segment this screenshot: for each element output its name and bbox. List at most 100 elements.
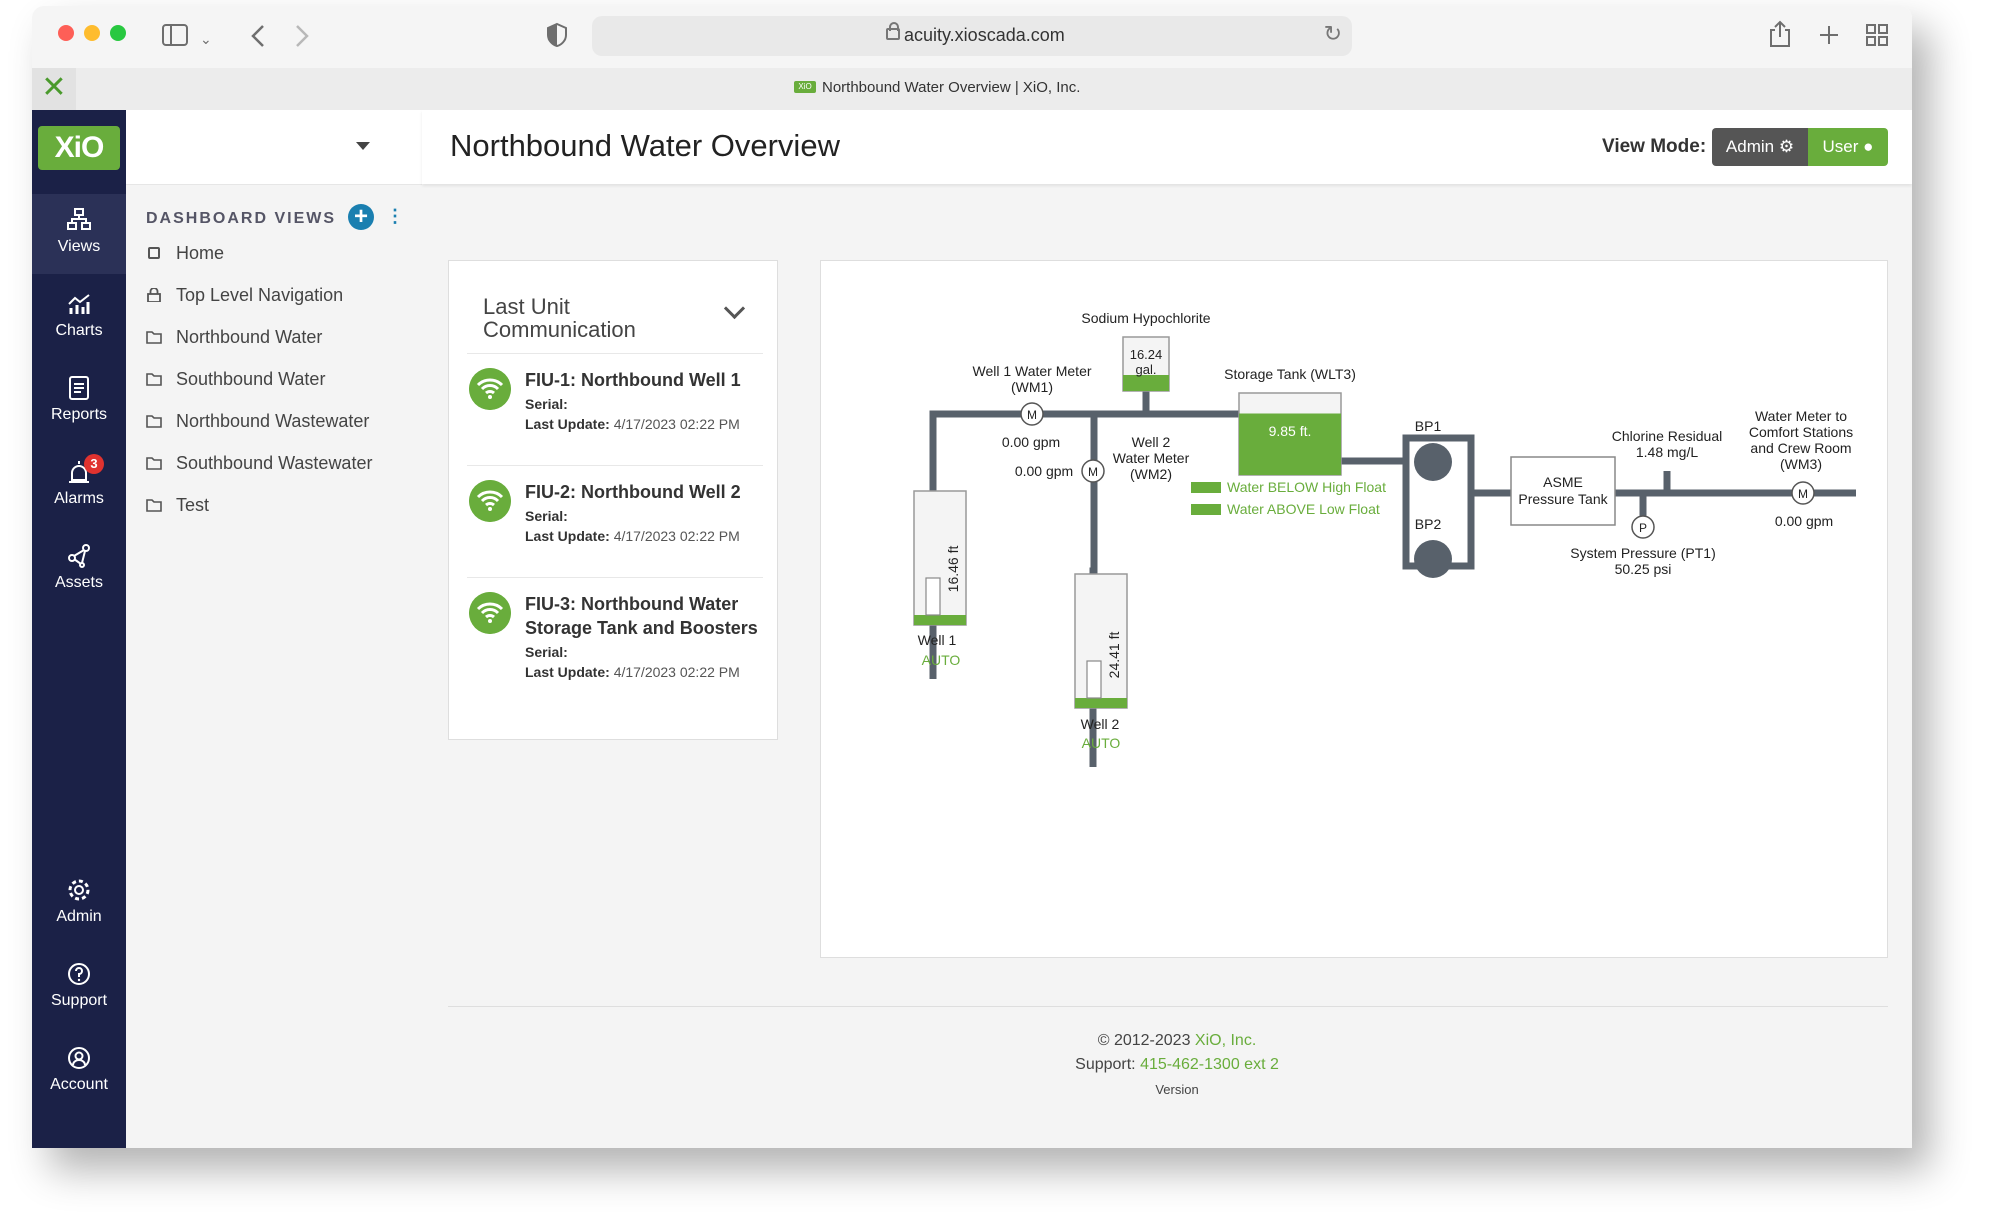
hypochlorite-label: Sodium Hypochlorite: [1081, 310, 1210, 326]
shield-icon[interactable]: [546, 22, 568, 48]
sidebar-item-northbound-water[interactable]: Northbound Water: [146, 324, 416, 354]
admin-mode-label: Admin: [1725, 137, 1775, 156]
rail-item-support[interactable]: Support: [32, 948, 126, 1028]
sidebar-item-top-level-navigation[interactable]: Top Level Navigation: [146, 282, 416, 312]
rail-label: Account: [50, 1076, 108, 1093]
storage-tank-level-fill: [1239, 413, 1341, 475]
sidebar-item-label: Test: [176, 495, 210, 515]
close-tab-icon[interactable]: ✕: [32, 68, 76, 110]
meter-wm1-icon[interactable]: [1020, 402, 1044, 426]
low-float-status: Water ABOVE Low Float: [1227, 501, 1380, 517]
folder-icon: [146, 331, 162, 344]
dashboard-sidebar: DASHBOARD VIEWS + ⋮ Home Top Level Navig…: [126, 110, 423, 1148]
app-rail: XiO Views Charts Reports: [32, 110, 126, 1148]
xio-logo[interactable]: XiO: [38, 126, 120, 170]
serial-label: Serial:: [525, 508, 568, 524]
reports-icon: [69, 376, 89, 400]
share-icon[interactable]: [1768, 20, 1792, 48]
wm3-label-3: and Crew Room: [1750, 440, 1851, 456]
assets-icon: [68, 544, 90, 568]
close-window-button[interactable]: [58, 25, 74, 41]
sidebar-item-northbound-wastewater[interactable]: Northbound Wastewater: [146, 408, 416, 438]
unit-name: FIU-2: Northbound Well 2: [525, 482, 741, 502]
user-mode-button[interactable]: User ●: [1808, 128, 1888, 166]
sidebar-item-label: Northbound Water: [176, 327, 323, 347]
view-selector[interactable]: [126, 110, 422, 185]
sidebar-item-home[interactable]: Home: [146, 240, 416, 270]
unit-item[interactable]: FIU-1: Northbound Well 1 Serial: Last Up…: [467, 353, 763, 466]
sidebar-toggle-icon[interactable]: [162, 24, 188, 46]
sidebar-item-southbound-water[interactable]: Southbound Water: [146, 366, 416, 396]
meter-wm2-icon[interactable]: [1081, 459, 1105, 483]
support-phone-link[interactable]: 415-462-1300 ext 2: [1140, 1056, 1279, 1073]
rail-item-views[interactable]: Views: [32, 194, 126, 274]
wm1-flow: 0.00 gpm: [1002, 434, 1060, 450]
support-label: Support:: [1075, 1056, 1141, 1073]
rail-item-account[interactable]: Account: [32, 1032, 126, 1112]
unit-name: FIU-1: Northbound Well 1: [525, 370, 741, 390]
pressure-transmitter-icon[interactable]: [1631, 515, 1655, 539]
booster-pump-bp2[interactable]: [1414, 540, 1452, 578]
admin-mode-button[interactable]: Admin ⚙: [1712, 128, 1808, 166]
sidebar-item-label: Southbound Water: [176, 369, 326, 389]
more-options-icon[interactable]: ⋮: [386, 206, 404, 226]
reload-icon[interactable]: ↻: [1323, 21, 1342, 46]
sidebar-item-label: Top Level Navigation: [176, 285, 344, 305]
rail-item-reports[interactable]: Reports: [32, 362, 126, 442]
hypochlorite-level-fill: [1123, 375, 1169, 391]
tab-bar: ✕ XiO Northbound Water Overview | XiO, I…: [32, 68, 1912, 111]
sidebar-item-southbound-wastewater[interactable]: Southbound Wastewater: [146, 450, 416, 480]
rail-item-charts[interactable]: Charts: [32, 278, 126, 358]
wm3-label-2: Comfort Stations: [1749, 424, 1853, 440]
address-bar[interactable]: acuity.xioscada.com ↻: [592, 16, 1352, 56]
account-icon: [68, 1047, 90, 1069]
sidebar-item-test[interactable]: Test: [146, 492, 416, 522]
back-icon[interactable]: [250, 24, 266, 48]
user-mode-label: User: [1822, 137, 1859, 156]
lock-icon: [147, 288, 161, 302]
pipes: [929, 387, 1856, 767]
sidebar-item-label: Home: [176, 243, 225, 263]
browser-titlebar: ⌄ acuity.xioscada.com ↻: [32, 6, 1912, 68]
unit-item[interactable]: FIU-2: Northbound Well 2 Serial: Last Up…: [467, 465, 763, 578]
caret-down-icon[interactable]: [356, 142, 370, 150]
unit-name: FIU-3: Northbound Water Storage Tank and…: [525, 594, 758, 638]
wm2-flow: 0.00 gpm: [1015, 463, 1073, 479]
add-view-button[interactable]: +: [348, 204, 374, 230]
rail-item-alarms[interactable]: 3 Alarms: [32, 446, 126, 526]
storage-tank-level: 9.85 ft.: [1269, 423, 1312, 439]
rail-label: Assets: [54, 574, 103, 591]
hypochlorite-value: 16.24: [1130, 347, 1163, 362]
tab-overview-icon[interactable]: [1866, 24, 1888, 46]
card-title: Last Unit Communication: [483, 294, 636, 342]
process-diagram-canvas: Sodium Hypochlorite 16.24 gal. M Well 1 …: [913, 310, 1856, 767]
tab-title[interactable]: XiO Northbound Water Overview | XiO, Inc…: [794, 79, 1080, 96]
wm1-label: Well 1 Water Meter: [972, 363, 1091, 379]
folder-icon: [146, 415, 162, 428]
rail-item-admin[interactable]: Admin: [32, 864, 126, 944]
chevron-down-icon[interactable]: [723, 297, 746, 320]
user-icon: ●: [1863, 137, 1874, 156]
browser-window: ⌄ acuity.xioscada.com ↻ ✕ XiO Nort: [32, 6, 1912, 1148]
square-icon: [148, 247, 160, 259]
asme-pressure-tank[interactable]: [1510, 456, 1616, 526]
views-icon: [67, 208, 91, 230]
booster-pump-bp1[interactable]: [1414, 443, 1452, 481]
gear-icon: [68, 879, 90, 901]
company-link[interactable]: XiO, Inc.: [1194, 1032, 1257, 1049]
minimize-window-button[interactable]: [84, 25, 100, 41]
maximize-window-button[interactable]: [110, 25, 126, 41]
bp1-label: BP1: [1415, 418, 1442, 434]
rail-item-assets[interactable]: Assets: [32, 530, 126, 610]
wifi-signal-icon: [469, 368, 511, 410]
unit-item[interactable]: FIU-3: Northbound Water Storage Tank and…: [467, 577, 763, 714]
chevron-down-icon[interactable]: ⌄: [200, 31, 212, 47]
last-update-label: Last Update:: [525, 528, 610, 544]
forward-icon[interactable]: [294, 24, 310, 48]
well-1-level-fill: [914, 615, 966, 625]
new-tab-icon[interactable]: [1818, 24, 1840, 46]
well-1-pump: [925, 577, 941, 616]
meter-symbol: M: [1088, 465, 1098, 479]
meter-wm3-icon[interactable]: [1791, 481, 1815, 505]
help-icon: [68, 963, 90, 985]
